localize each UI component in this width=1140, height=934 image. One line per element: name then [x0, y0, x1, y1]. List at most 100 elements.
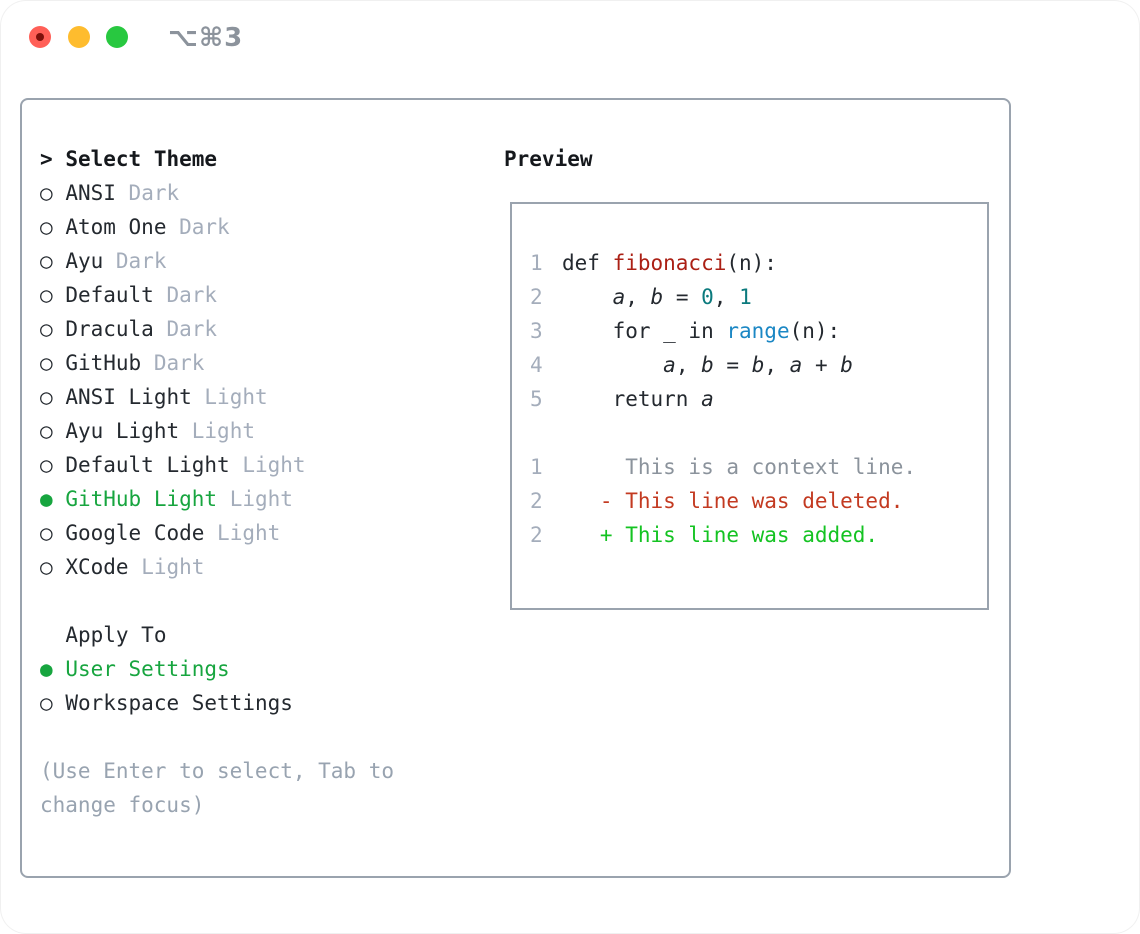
code-segment-text: +: [802, 353, 841, 377]
theme-variant-tag: Light: [141, 555, 205, 579]
apply-to-option[interactable]: ● User Settings: [40, 652, 394, 686]
line-number: 1: [530, 455, 543, 479]
theme-variant-tag: Dark: [179, 215, 230, 239]
theme-option[interactable]: ○ ANSI Dark: [40, 176, 394, 210]
minimize-button-icon[interactable]: [68, 26, 90, 48]
code-segment-deleted: - This line was deleted.: [562, 489, 904, 513]
theme-option[interactable]: ○ Google Code Light: [40, 516, 394, 550]
spacer: [40, 720, 394, 754]
apply-to-option-label: User Settings: [65, 657, 230, 681]
theme-option[interactable]: ○ Atom One Dark: [40, 210, 394, 244]
line-number: 2: [530, 523, 543, 547]
preview-line: 2 a, b = 0, 1: [530, 280, 987, 314]
preview-line: 1 This is a context line.: [530, 450, 987, 484]
theme-option[interactable]: ○ Dracula Dark: [40, 312, 394, 346]
code-segment-text: =: [663, 285, 702, 309]
apply-to-option-label: Workspace Settings: [65, 691, 293, 715]
radio-unselected-icon: ○: [40, 215, 53, 239]
code-segment-text: ,: [625, 285, 651, 309]
code-segment-num: 0: [701, 285, 714, 309]
window-title: ⌥⌘3: [168, 23, 244, 53]
code-segment-var: a: [612, 285, 626, 309]
line-number: 1: [530, 251, 543, 275]
close-button-icon[interactable]: [29, 26, 51, 48]
code-segment-text: def: [562, 251, 613, 275]
code-segment-text: (n):: [726, 251, 777, 275]
theme-variant-tag: Light: [242, 453, 306, 477]
code-segment-text: [562, 285, 613, 309]
theme-list: ○ ANSI Dark○ Atom One Dark○ Ayu Dark○ De…: [40, 176, 394, 584]
theme-option-label: Default Light: [65, 453, 230, 477]
theme-option-label: Dracula: [65, 317, 154, 341]
theme-variant-tag: Light: [229, 487, 293, 511]
preview-line: 3 for _ in range(n):: [530, 314, 987, 348]
theme-option[interactable]: ● GitHub Light Light: [40, 482, 394, 516]
zoom-button-icon[interactable]: [106, 26, 128, 48]
theme-variant-tag: Light: [191, 419, 255, 443]
spacer: [40, 584, 394, 618]
theme-option-label: Ayu: [65, 249, 104, 273]
theme-option-label: ANSI Light: [65, 385, 192, 409]
apply-to-header-label: Apply To: [65, 623, 167, 647]
theme-option-label: Atom One: [65, 215, 167, 239]
code-segment-text: [562, 353, 663, 377]
radio-unselected-icon: ○: [40, 249, 53, 273]
code-segment-text: ,: [764, 353, 790, 377]
theme-option-label: GitHub Light: [65, 487, 218, 511]
line-number: 5: [530, 387, 543, 411]
code-segment-var: a: [663, 353, 676, 377]
theme-variant-tag: Dark: [166, 283, 218, 307]
radio-unselected-icon: ○: [40, 317, 53, 341]
radio-selected-icon: ●: [40, 657, 53, 681]
radio-unselected-icon: ○: [40, 453, 53, 477]
theme-pane: > Select Theme ○ ANSI Dark○ Atom One Dar…: [40, 142, 394, 822]
select-theme-header: > Select Theme: [40, 142, 394, 176]
code-segment-context: This is a context line.: [562, 455, 917, 479]
radio-unselected-icon: ○: [40, 351, 53, 375]
code-segment-func: fibonacci: [612, 251, 727, 275]
preview-title: Preview: [504, 147, 593, 171]
radio-unselected-icon: ○: [40, 181, 53, 205]
line-number: 2: [530, 489, 543, 513]
main-panel: > Select Theme ○ ANSI Dark○ Atom One Dar…: [20, 98, 1011, 878]
theme-option[interactable]: ○ Default Light Light: [40, 448, 394, 482]
titlebar: ⌥⌘3: [0, 0, 1140, 75]
apply-to-option[interactable]: ○ Workspace Settings: [40, 686, 394, 720]
theme-option[interactable]: ○ ANSI Light Light: [40, 380, 394, 414]
code-segment-var: a: [789, 353, 803, 377]
preview-line: 1 def fibonacci(n):: [530, 246, 987, 280]
theme-option[interactable]: ○ Default Dark: [40, 278, 394, 312]
theme-option-label: Google Code: [65, 521, 205, 545]
code-segment-text: for _ in: [562, 319, 727, 343]
theme-option[interactable]: ○ Ayu Light Light: [40, 414, 394, 448]
theme-option[interactable]: ○ XCode Light: [40, 550, 394, 584]
code-segment-var: a: [701, 387, 714, 411]
theme-variant-tag: Dark: [115, 249, 167, 273]
radio-selected-icon: ●: [40, 487, 53, 511]
radio-unselected-icon: ○: [40, 419, 53, 443]
indent: [40, 623, 53, 647]
code-segment-text: return: [562, 387, 702, 411]
code-segment-var: b: [751, 353, 765, 377]
theme-option[interactable]: ○ Ayu Dark: [40, 244, 394, 278]
code-segment-num: 1: [739, 285, 752, 309]
code-segment-text: ,: [675, 353, 702, 377]
line-number: 2: [530, 285, 543, 309]
theme-option[interactable]: ○ GitHub Dark: [40, 346, 394, 380]
theme-option-label: ANSI: [65, 181, 116, 205]
code-segment-added: + This line was added.: [562, 523, 879, 547]
radio-unselected-icon: ○: [40, 283, 53, 307]
theme-variant-tag: Light: [204, 385, 268, 409]
theme-option-label: Ayu Light: [65, 419, 180, 443]
line-number: 3: [530, 319, 543, 343]
code-segment-var: b: [650, 285, 664, 309]
code-segment-builtin: range: [726, 319, 790, 343]
line-number: 4: [530, 353, 543, 377]
radio-unselected-icon: ○: [40, 691, 53, 715]
apply-to-list: ● User Settings○ Workspace Settings: [40, 652, 394, 720]
radio-unselected-icon: ○: [40, 521, 53, 545]
spacer: [530, 416, 987, 450]
